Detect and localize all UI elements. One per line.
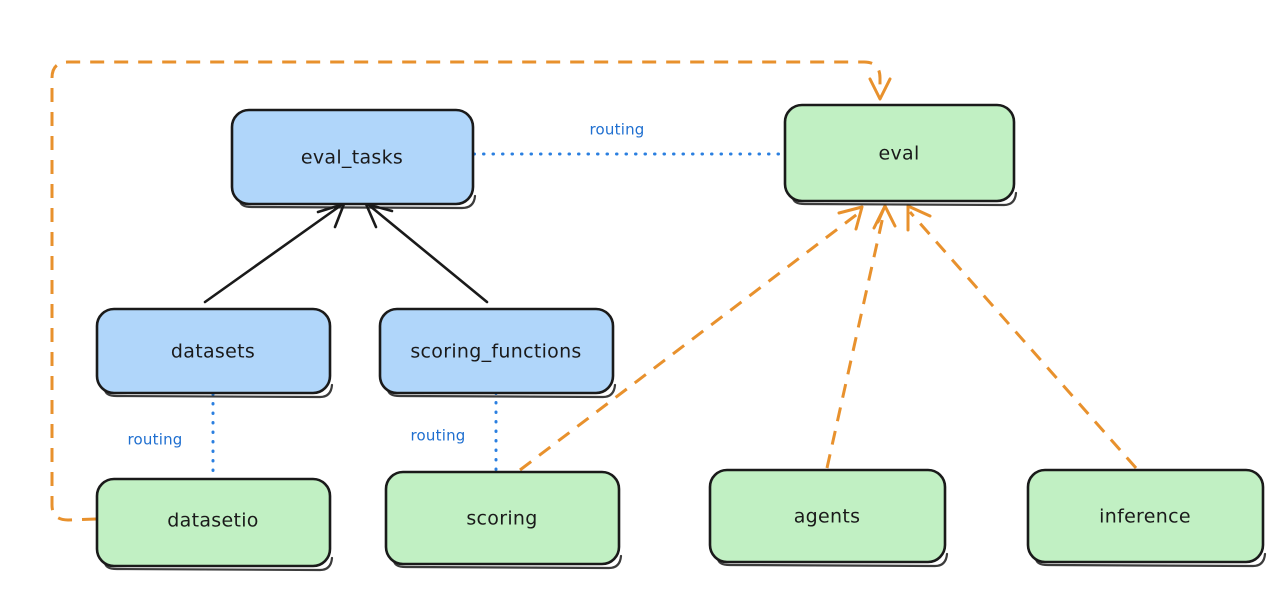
edge-label-routing-scoring-functions: routing (411, 427, 466, 445)
node-datasets-shadow (103, 383, 334, 399)
node-datasetio-label: datasetio (167, 510, 258, 532)
node-datasetio-shadow (103, 556, 334, 572)
node-agents-label: agents (794, 506, 861, 528)
node-inference-shadow (1034, 552, 1267, 568)
node-eval-tasks-label: eval_tasks (301, 147, 403, 169)
node-scoring-functions-shadow (386, 383, 617, 399)
edge-datasets-to-eval-tasks (203, 202, 346, 304)
node-agents-box (708, 468, 947, 564)
edge-agents-to-eval (825, 204, 897, 469)
node-datasetio-box (95, 477, 332, 568)
node-scoring[interactable]: scoring (384, 470, 623, 570)
node-datasets[interactable]: datasets (95, 307, 334, 399)
node-eval-tasks[interactable]: eval_tasks (230, 108, 477, 210)
node-eval-label: eval (878, 143, 919, 165)
edge-scoring-functions-to-eval-tasks (364, 202, 489, 304)
node-scoring-functions-label: scoring_functions (410, 341, 581, 363)
edge-datasets-to-eval-tasks-line (203, 204, 342, 304)
node-agents-shadow (716, 552, 949, 568)
node-datasets-box (95, 307, 332, 395)
node-eval-tasks-shadow (238, 194, 477, 210)
node-scoring-functions-box (378, 307, 615, 395)
node-scoring-label: scoring (466, 508, 537, 530)
edge-label-routing-eval-tasks: routing (590, 121, 645, 139)
edge-datasetio-to-eval-line (50, 60, 882, 522)
node-inference[interactable]: inference (1026, 468, 1267, 568)
node-eval-box (783, 103, 1016, 203)
edge-scoring-to-eval-arrowhead (837, 205, 864, 231)
edge-datasetio-to-eval-arrowhead (868, 77, 892, 101)
node-scoring-box (384, 470, 621, 566)
node-agents[interactable]: agents (708, 468, 949, 568)
edge-label-routing-datasets: routing (128, 431, 183, 449)
node-scoring-functions[interactable]: scoring_functions (378, 307, 617, 399)
edge-inference-to-eval-arrowhead (906, 204, 932, 232)
node-eval-shadow (791, 191, 1018, 207)
edge-agents-to-eval-line (825, 211, 886, 469)
node-datasets-label: datasets (171, 341, 255, 363)
node-inference-box (1026, 468, 1265, 564)
node-eval-tasks-box (230, 108, 475, 206)
node-eval[interactable]: eval (783, 103, 1018, 207)
node-scoring-shadow (392, 554, 623, 570)
node-inference-label: inference (1099, 506, 1191, 528)
edge-datasetio-to-eval (50, 60, 892, 522)
node-datasetio[interactable]: datasetio (95, 477, 334, 572)
edge-inference-to-eval-line (908, 211, 1138, 469)
edge-scoring-to-eval (519, 205, 864, 472)
edge-agents-to-eval-arrowhead-mid (876, 204, 887, 224)
edge-inference-to-eval (906, 204, 1138, 469)
edge-scoring-functions-to-eval-tasks-line (368, 204, 489, 304)
